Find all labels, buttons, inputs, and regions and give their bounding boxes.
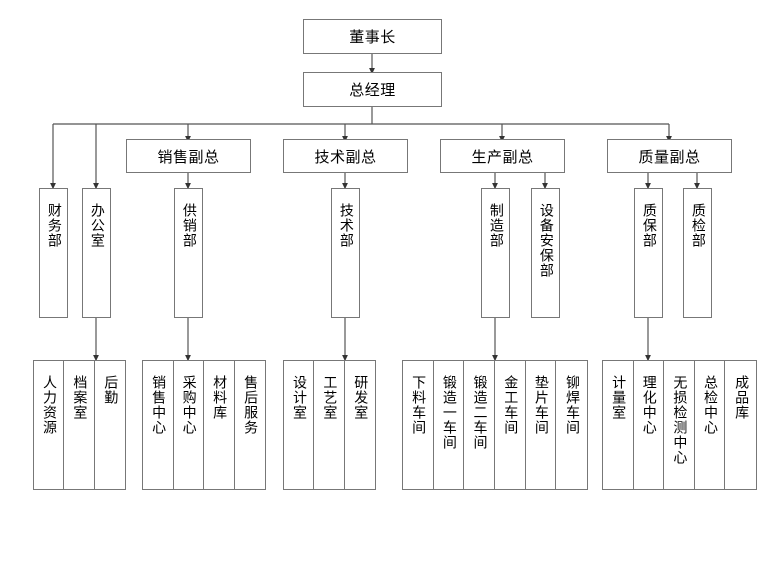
- node-forging-workshop-1-label: 锻造一车间: [440, 375, 457, 450]
- node-chairman-label: 董事长: [349, 28, 396, 46]
- node-quality-inspection-dept[interactable]: 质检部: [683, 188, 712, 318]
- node-general-inspection-center[interactable]: 总检中心: [694, 361, 726, 489]
- node-archives-label: 档案室: [71, 375, 88, 420]
- node-production-vp[interactable]: 生产副总: [440, 139, 565, 173]
- node-production-vp-label: 生产副总: [471, 147, 534, 166]
- node-procurement-center[interactable]: 采购中心: [173, 361, 204, 489]
- node-metalwork-workshop[interactable]: 金工车间: [495, 361, 526, 489]
- node-human-resources[interactable]: 人力资源: [34, 361, 65, 489]
- node-blanking-workshop[interactable]: 下料车间: [403, 361, 434, 489]
- node-technical-dept-label: 技术部: [337, 203, 354, 248]
- node-quality-vp-label: 质量副总: [638, 147, 701, 166]
- node-finance-dept[interactable]: 财务部: [39, 188, 68, 318]
- node-general-manager-label: 总经理: [349, 81, 396, 99]
- node-after-sales-service[interactable]: 售后服务: [234, 361, 265, 489]
- node-ndt-center[interactable]: 无损检测中心: [664, 361, 695, 489]
- node-technical-vp[interactable]: 技术副总: [283, 139, 408, 173]
- node-manufacturing-dept-label: 制造部: [487, 203, 504, 248]
- node-riveting-welding-workshop[interactable]: 铆焊车间: [556, 361, 588, 489]
- node-forging-workshop-1[interactable]: 锻造一车间: [433, 361, 465, 489]
- node-equipment-security-dept[interactable]: 设备安保部: [531, 188, 560, 318]
- node-process-office[interactable]: 工艺室: [314, 361, 345, 489]
- node-design-office-label: 设计室: [291, 375, 308, 420]
- node-quality-inspection-dept-label: 质检部: [689, 203, 706, 248]
- node-material-warehouse-label: 材料库: [211, 375, 228, 420]
- node-finished-goods-warehouse[interactable]: 成品库: [725, 361, 757, 489]
- node-equipment-security-dept-label: 设备安保部: [537, 203, 554, 278]
- node-gasket-workshop[interactable]: 垫片车间: [525, 361, 557, 489]
- node-blanking-workshop-label: 下料车间: [410, 375, 427, 435]
- node-ndt-center-label: 无损检测中心: [671, 375, 688, 465]
- node-metrology-office[interactable]: 计量室: [603, 361, 634, 489]
- node-chairman[interactable]: 董事长: [303, 19, 442, 54]
- node-supply-dept[interactable]: 供销部: [174, 188, 203, 318]
- node-process-office-label: 工艺室: [321, 375, 338, 420]
- group-office-units: 人力资源 档案室 后勤: [33, 360, 126, 490]
- node-logistics-label: 后勤: [102, 375, 119, 405]
- group-quality-units: 计量室 理化中心 无损检测中心 总检中心 成品库: [602, 360, 757, 490]
- node-physical-chemical-center[interactable]: 理化中心: [633, 361, 665, 489]
- node-general-inspection-center-label: 总检中心: [701, 375, 718, 435]
- node-physical-chemical-center-label: 理化中心: [640, 375, 657, 435]
- node-archives[interactable]: 档案室: [64, 361, 95, 489]
- node-office-dept[interactable]: 办公室: [82, 188, 111, 318]
- node-finished-goods-warehouse-label: 成品库: [733, 375, 750, 420]
- node-sales-vp-label: 销售副总: [157, 147, 220, 166]
- node-finance-dept-label: 财务部: [45, 203, 62, 248]
- node-manufacturing-dept[interactable]: 制造部: [481, 188, 510, 318]
- node-logistics[interactable]: 后勤: [94, 361, 125, 489]
- node-metalwork-workshop-label: 金工车间: [502, 375, 519, 435]
- node-rnd-office-label: 研发室: [352, 375, 369, 420]
- group-supply-units: 销售中心 采购中心 材料库 售后服务: [142, 360, 266, 490]
- node-quality-assurance-dept[interactable]: 质保部: [634, 188, 663, 318]
- node-gasket-workshop-label: 垫片车间: [532, 375, 549, 435]
- group-technical-units: 设计室 工艺室 研发室: [283, 360, 376, 490]
- node-general-manager[interactable]: 总经理: [303, 72, 442, 107]
- node-human-resources-label: 人力资源: [41, 375, 58, 435]
- node-forging-workshop-2[interactable]: 锻造二车间: [464, 361, 496, 489]
- node-technical-dept[interactable]: 技术部: [331, 188, 360, 318]
- node-metrology-office-label: 计量室: [610, 375, 627, 420]
- node-design-office[interactable]: 设计室: [284, 361, 315, 489]
- node-sales-center[interactable]: 销售中心: [143, 361, 174, 489]
- node-after-sales-service-label: 售后服务: [242, 375, 259, 435]
- node-rnd-office[interactable]: 研发室: [344, 361, 375, 489]
- node-procurement-center-label: 采购中心: [180, 375, 197, 435]
- node-supply-dept-label: 供销部: [180, 203, 197, 248]
- node-material-warehouse[interactable]: 材料库: [204, 361, 235, 489]
- node-sales-vp[interactable]: 销售副总: [126, 139, 251, 173]
- group-manufacturing-units: 下料车间 锻造一车间 锻造二车间 金工车间 垫片车间 铆焊车间: [402, 360, 588, 490]
- node-forging-workshop-2-label: 锻造二车间: [471, 375, 488, 450]
- node-quality-assurance-dept-label: 质保部: [640, 203, 657, 248]
- node-office-dept-label: 办公室: [88, 203, 105, 248]
- node-sales-center-label: 销售中心: [150, 375, 167, 435]
- node-quality-vp[interactable]: 质量副总: [607, 139, 732, 173]
- node-technical-vp-label: 技术副总: [314, 147, 377, 166]
- node-riveting-welding-workshop-label: 铆焊车间: [564, 375, 581, 435]
